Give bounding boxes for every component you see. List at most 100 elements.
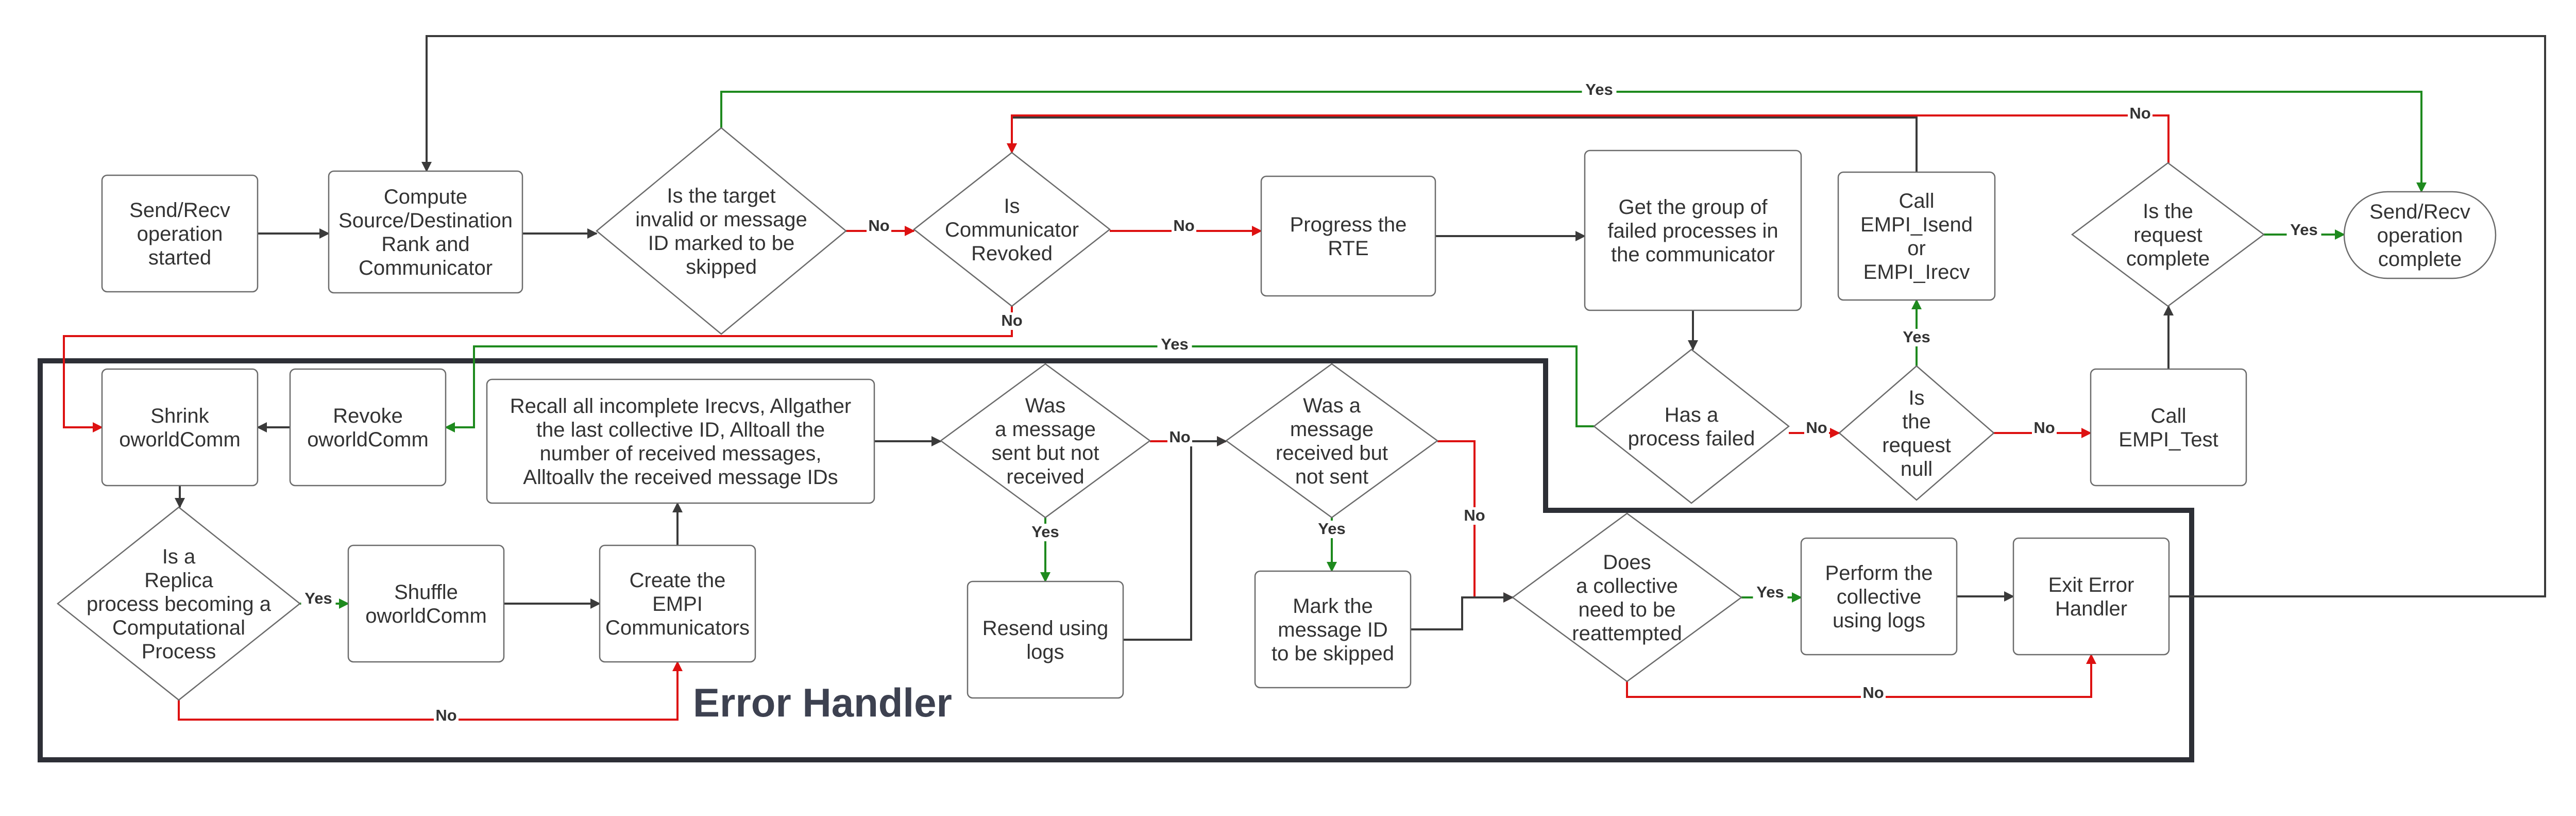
node-text-line: Is the (2143, 200, 2193, 223)
edge-label-yes: Yes (1753, 583, 1788, 602)
node-text-line: oworldComm (365, 605, 487, 627)
process-shape (967, 580, 1124, 699)
node-text-line: Source/Destination (338, 209, 513, 232)
node-text-line: reattempted (1572, 622, 1682, 645)
decision-shape (1838, 365, 1995, 501)
node-text-line: message (1290, 418, 1374, 441)
edge-label-no: No (1167, 428, 1192, 446)
node-text-line: request (1882, 434, 1951, 457)
svg-text:No: No (1173, 217, 1194, 235)
process-shape (2012, 537, 2170, 656)
node-text-line: Handler (2055, 597, 2127, 620)
node-text-line: Send/Recv (129, 199, 230, 222)
decision-shape (1511, 512, 1743, 682)
process-shape (289, 368, 447, 487)
svg-text:Yes: Yes (2290, 221, 2317, 239)
edge-label-yes: Yes (2286, 221, 2321, 239)
svg-text:Yes: Yes (1031, 523, 1059, 541)
terminal-shape (2343, 191, 2497, 279)
process-shape (1260, 175, 1436, 297)
node-text-line: a collective (1576, 575, 1678, 597)
edge-label-no: No (1462, 506, 1487, 525)
svg-text:Yes: Yes (1903, 328, 1930, 346)
process-shape (486, 378, 875, 504)
node-text-line: process becoming a (87, 593, 272, 615)
process-shape (1254, 570, 1412, 689)
edge-resend-logs-to-msg-received-not-sent (1123, 436, 1227, 641)
node-text-line: EMPI (652, 593, 703, 615)
node-text-line: EMPI_Irecv (1863, 261, 1970, 284)
process-shape (101, 368, 259, 487)
node-text-line: not sent (1295, 465, 1368, 488)
process-shape (1584, 149, 1802, 311)
node-text-line: Is (1908, 387, 1924, 409)
node-text-line: complete (2378, 248, 2462, 271)
node-text-line: process failed (1628, 427, 1755, 450)
svg-text:Yes: Yes (1756, 583, 1784, 601)
node-text-line: Revoke (333, 405, 403, 427)
node-text-line: Send/Recv (2369, 201, 2470, 223)
node-text-line: Replica (144, 569, 213, 592)
node-text-line: collective (1837, 586, 1922, 608)
svg-text:No: No (1806, 419, 1827, 437)
decision-shape (56, 506, 301, 701)
edge-process-failed-to-revoke (445, 345, 1594, 432)
node-text-line: null (1901, 458, 1933, 480)
edge-label-yes: Yes (1582, 80, 1617, 99)
node-text-line: Is (1004, 195, 1020, 218)
node-text-line: Shrink (150, 405, 209, 427)
svg-text:No: No (1464, 506, 1485, 524)
svg-text:No: No (435, 706, 456, 724)
edge-exit-handler-to-compute-rank (421, 35, 2546, 597)
edge-label-no: No (434, 706, 459, 725)
process-shape (347, 544, 505, 663)
node-text-line: message ID (1278, 619, 1387, 641)
process-shape (328, 170, 523, 294)
node-text-line: request (2133, 224, 2202, 246)
node-text-line: Create the (630, 569, 726, 592)
process-shape (2090, 368, 2247, 487)
node-text-line: Communicators (605, 617, 750, 639)
node-text-line: Process (142, 640, 216, 663)
svg-text:No: No (868, 217, 889, 235)
edge-label-no: No (867, 217, 891, 235)
node-text-line: Progress the (1290, 213, 1407, 236)
process-shape (1800, 537, 1958, 656)
node-text-line: Shuffle (394, 581, 458, 604)
node-text-line: the communicator (1611, 243, 1775, 266)
node-text-line: Perform the (1825, 562, 1933, 585)
decision-shape (1225, 363, 1439, 519)
node-text-line: RTE (1328, 237, 1368, 260)
node-text-line: Compute (384, 186, 467, 208)
edge-label-no: No (1804, 419, 1829, 437)
node-text-line: Resend using (982, 617, 1109, 640)
process-shape (101, 174, 259, 293)
node-text-line: number of received messages, (540, 442, 822, 465)
edge-label-no: No (2128, 104, 2153, 123)
node-text-line: Is a (162, 545, 196, 568)
error-handler-title: Error Handler (693, 680, 952, 725)
node-text-line: the (1902, 410, 1931, 433)
edge-mark-skipped-to-collective-reattempt (1411, 592, 1514, 630)
edge-label-yes: Yes (301, 589, 336, 608)
decision-shape (2071, 162, 2265, 307)
node-text-line: ID marked to be (648, 232, 795, 255)
node-text-line: Communicator (945, 219, 1079, 241)
process-shape (599, 544, 756, 663)
edge-label-no: No (999, 311, 1024, 330)
node-text-line: Alltoallv the received message IDs (523, 466, 838, 489)
node-text-line: EMPI_Isend (1860, 213, 1973, 236)
edge-collective-reattempt-to-exit-handler (1626, 654, 2096, 698)
